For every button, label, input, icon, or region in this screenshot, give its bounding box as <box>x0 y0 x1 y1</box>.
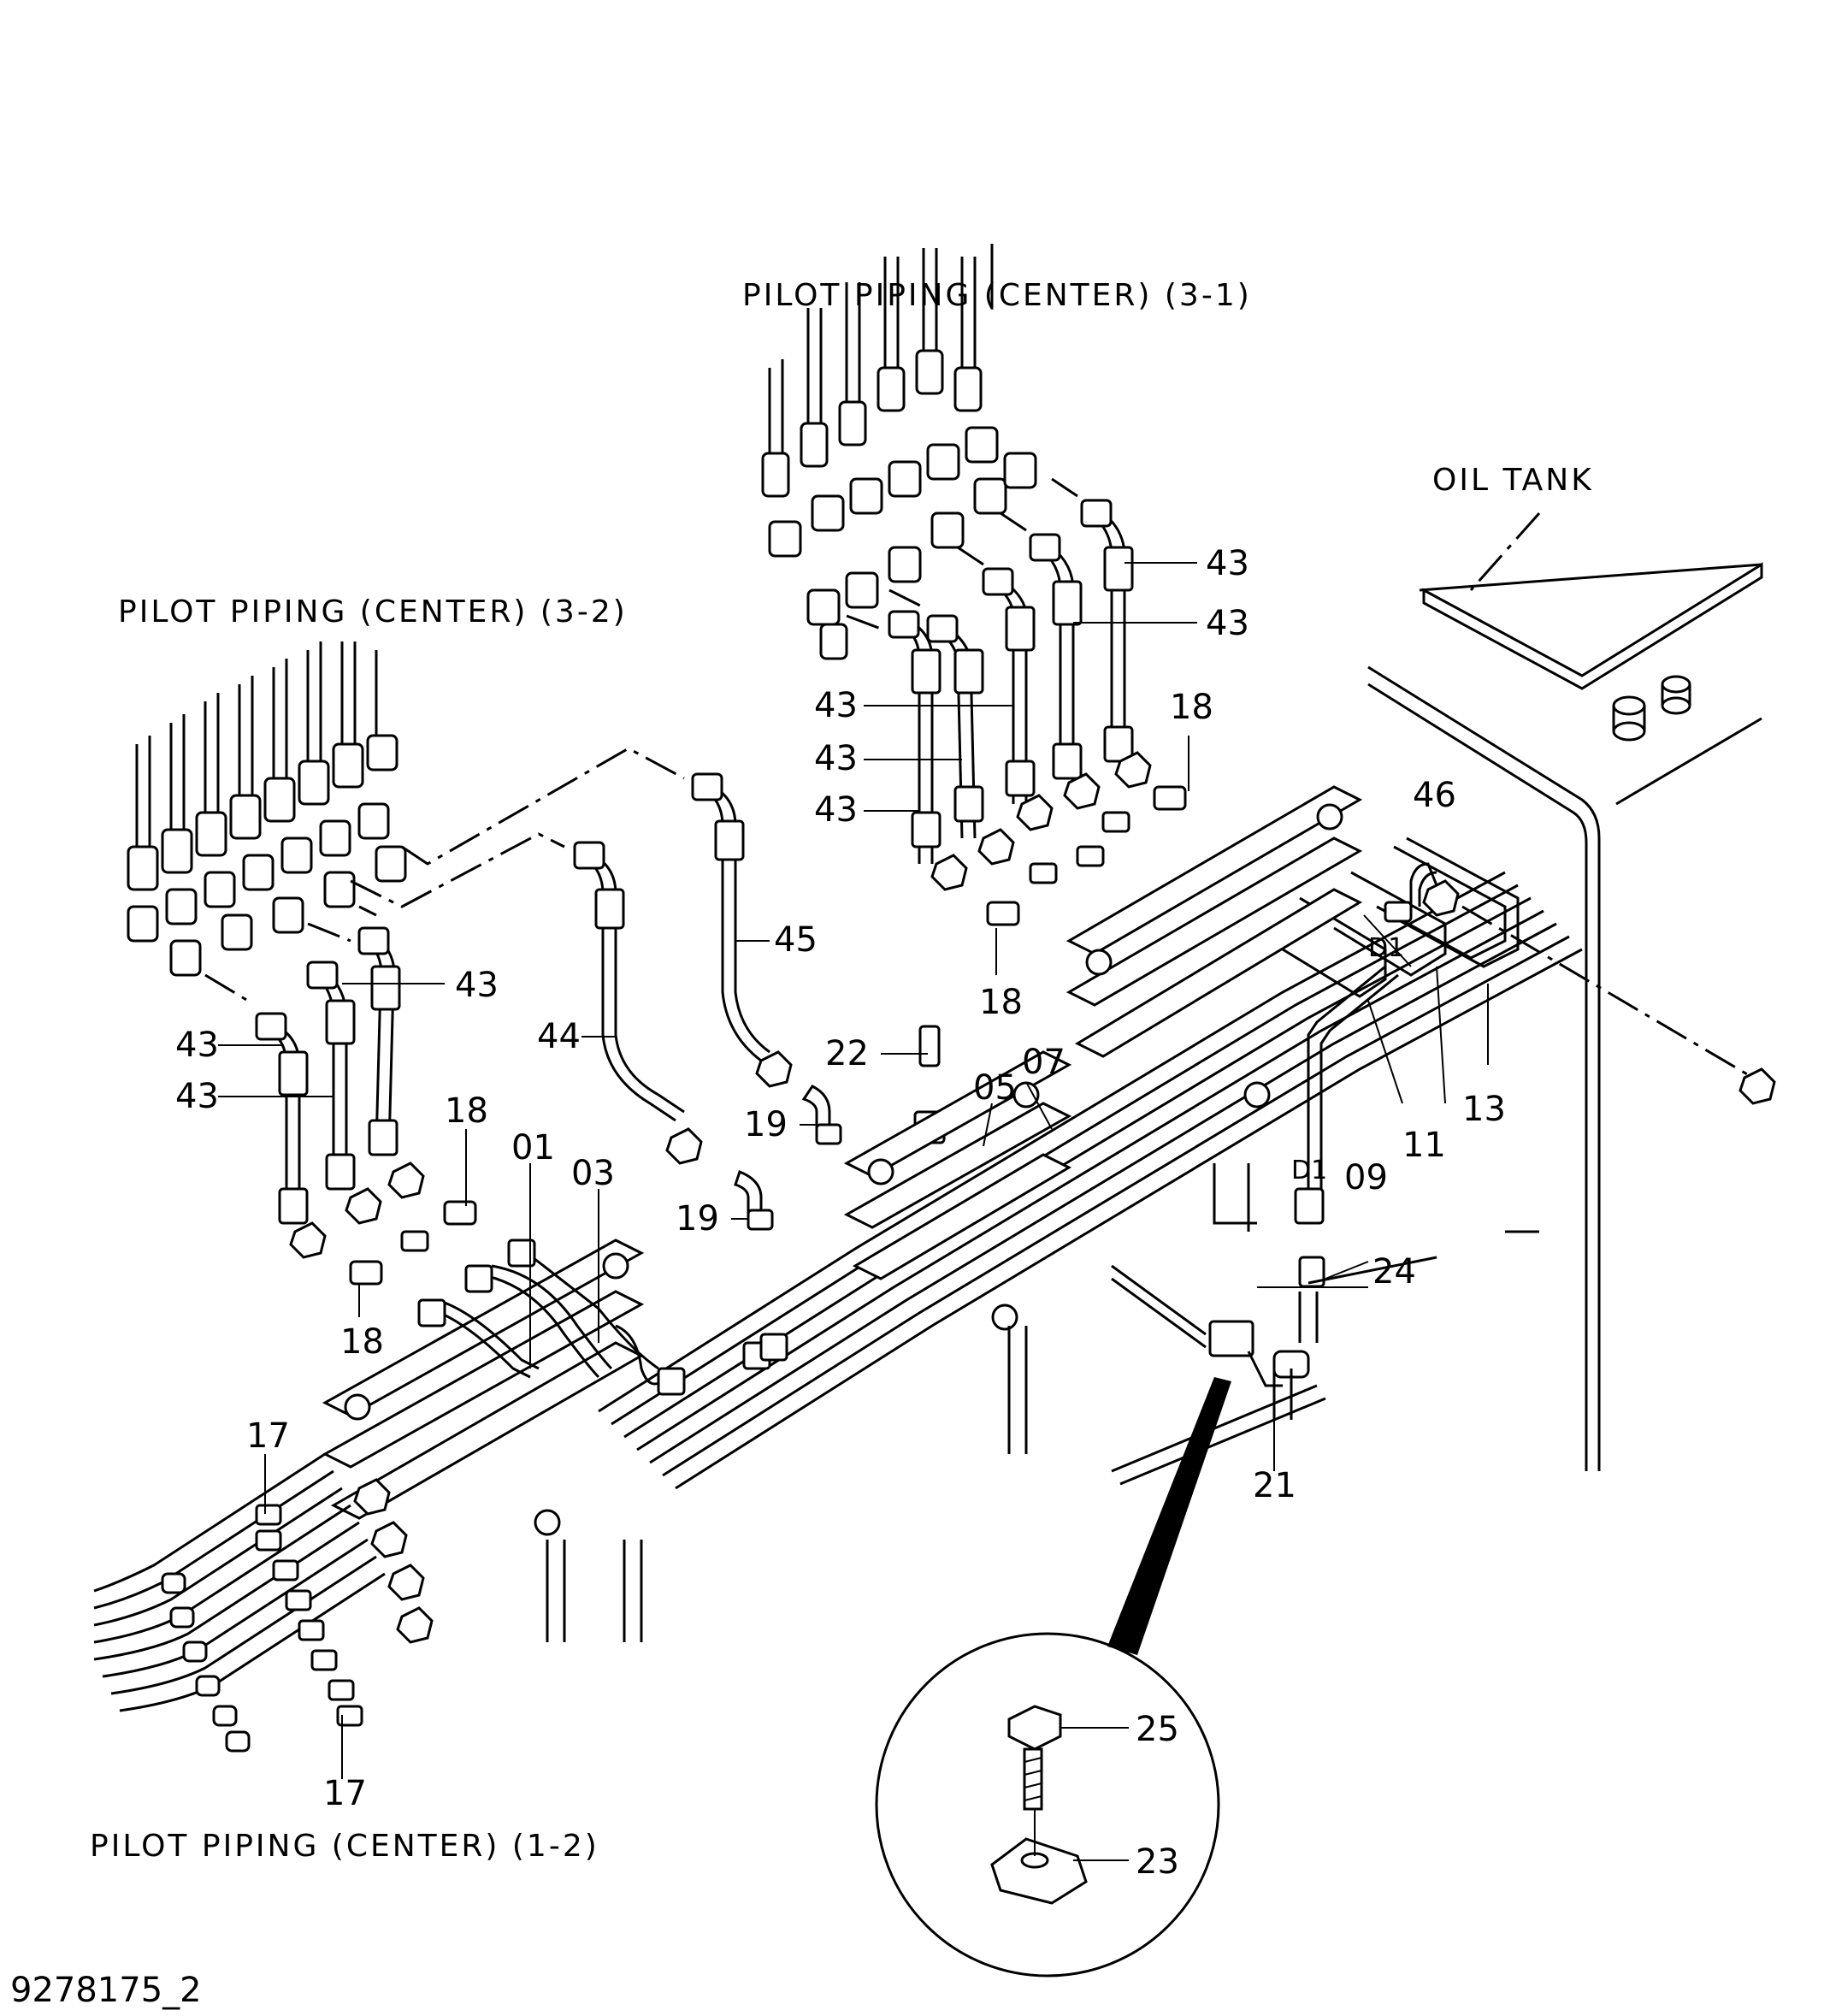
hoses-44-45 <box>573 772 793 1165</box>
heading-oil-tank: OIL TANK <box>1432 463 1594 498</box>
part-13: 13 <box>1462 1090 1506 1129</box>
heading-pilot-3-1: PILOT PIPING (CENTER) (3-1) <box>742 278 1252 313</box>
drain-line-d1 <box>1111 862 1776 1486</box>
part-43: 43 <box>814 790 858 830</box>
labels: PILOT PIPING (CENTER) (3-1) PILOT PIPING… <box>10 278 1594 2010</box>
main-pipe-bundle <box>93 785 1583 1753</box>
part-43: 43 <box>175 1077 219 1116</box>
hoses-43-upper <box>888 499 1152 891</box>
pipes-01-03 <box>417 1239 788 1396</box>
part-43: 43 <box>1206 544 1249 583</box>
part-22: 22 <box>825 1034 869 1073</box>
part-23: 23 <box>1136 1842 1179 1882</box>
part-17: 17 <box>246 1416 290 1456</box>
part-43: 43 <box>814 739 858 778</box>
adapters-18 <box>349 785 1187 1286</box>
part-19: 19 <box>744 1105 788 1144</box>
marker-d1: D1 <box>1368 933 1404 963</box>
part-05: 05 <box>973 1068 1017 1108</box>
marker-d1: D1 <box>1291 1156 1327 1185</box>
detail-callout <box>875 1377 1231 1978</box>
elbow-fittings-19 <box>734 1085 842 1231</box>
part-44: 44 <box>537 1017 581 1056</box>
part-43: 43 <box>814 686 858 725</box>
oil-tank-outline <box>1367 512 1763 1471</box>
part-24: 24 <box>1372 1252 1416 1292</box>
part-11: 11 <box>1402 1126 1446 1165</box>
part-18: 18 <box>979 983 1023 1022</box>
part-18: 18 <box>340 1322 384 1362</box>
part-45: 45 <box>774 920 818 960</box>
valve-cluster-3-1 <box>761 244 1078 660</box>
heading-pilot-1-2: PILOT PIPING (CENTER) (1-2) <box>90 1829 599 1864</box>
part-43: 43 <box>455 966 499 1005</box>
leader-lines <box>218 562 1489 1861</box>
part-43: 43 <box>1206 604 1249 643</box>
part-25: 25 <box>1136 1710 1179 1749</box>
part-09: 09 <box>1344 1158 1388 1197</box>
part-21: 21 <box>1253 1466 1296 1505</box>
part-07: 07 <box>1022 1043 1065 1082</box>
part-18: 18 <box>1170 688 1213 727</box>
heading-pilot-3-2: PILOT PIPING (CENTER) (3-2) <box>118 594 628 630</box>
part-17: 17 <box>323 1774 367 1813</box>
valve-cluster-3-2 <box>127 641 685 1002</box>
part-19: 19 <box>676 1199 719 1239</box>
part-01: 01 <box>511 1128 555 1168</box>
drawing-number: 9278175_2 <box>10 1971 202 2010</box>
part-03: 03 <box>571 1154 615 1193</box>
part-46: 46 <box>1413 776 1456 815</box>
part-18: 18 <box>445 1091 488 1131</box>
part-43: 43 <box>175 1026 219 1065</box>
hoses-43-lower <box>255 926 425 1259</box>
